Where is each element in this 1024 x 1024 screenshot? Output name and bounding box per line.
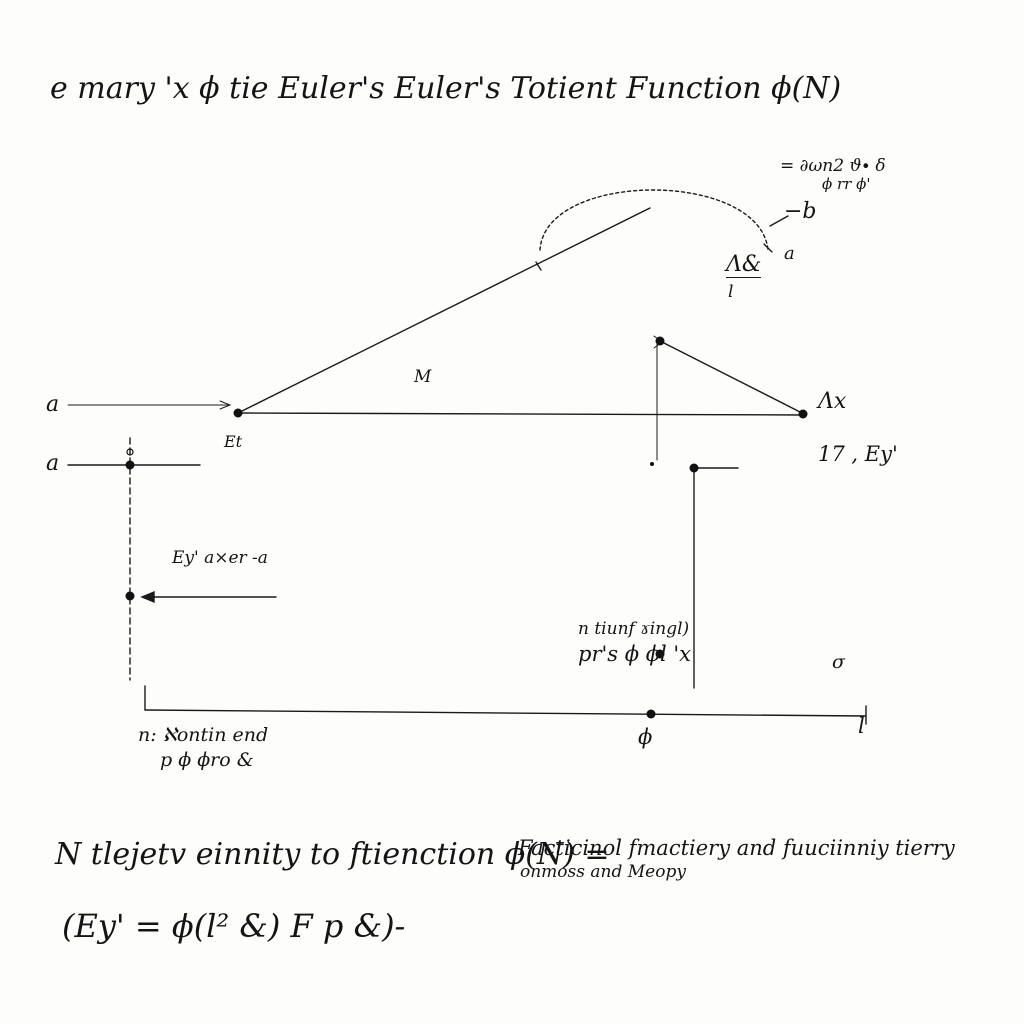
fraction-denominator: l — [728, 282, 734, 302]
point-triangle-right — [798, 409, 808, 419]
label-mid-line1: n tiunf ɤingl) — [578, 619, 690, 639]
left-arrow-head — [140, 590, 155, 604]
label-bottom-left-line2: p ϕ ϕro & — [160, 749, 254, 771]
label-mid-line2: pr's ϕ ϕl 'x — [578, 642, 692, 666]
label-e: Et — [224, 432, 243, 451]
label-m: M — [414, 367, 432, 387]
fraction-numerator: Λ& — [726, 252, 762, 278]
point-triangle-top — [655, 336, 665, 346]
point-mid — [689, 463, 699, 473]
arc-tick-right — [763, 243, 773, 253]
equation-line1-right-a: Facticinol fmactiery and fuuciinniy tier… — [518, 836, 955, 860]
arrow-head-a — [219, 400, 232, 410]
point-left-bottom — [125, 591, 135, 601]
point-e — [233, 408, 243, 418]
fraction-side-label: a — [784, 243, 795, 264]
equation-line2: (Ey' = ϕ(l² &) F p &)- — [62, 907, 406, 945]
top-right-dash — [769, 215, 789, 227]
page-title: e mary 'x ϕ tie Euler's Euler's Totient … — [50, 71, 842, 106]
equation-line1-right-b: onmoss and Meopy — [520, 862, 686, 882]
dashed-arc — [539, 189, 769, 251]
equation-line1: N tlejetv einnity to ftienction ϕ(N) = — [55, 837, 610, 872]
label-17: 17 , Ey' — [818, 442, 898, 466]
top-right-formula-line1: = ∂ωn2 ϑ∙ 𝛿 — [780, 156, 886, 176]
top-right-formula-line2: ϕ rr ϕ' — [822, 175, 871, 193]
label-bottom-right: l — [858, 714, 865, 738]
arc-tick-left — [535, 261, 542, 271]
point-left-top — [125, 460, 135, 470]
label-o: σ — [832, 651, 845, 673]
main-horizontal-line — [237, 412, 805, 416]
top-right-formula-line3: −b — [784, 199, 817, 224]
bottom-horizontal-line — [144, 709, 867, 717]
point-mid-bottom — [655, 649, 665, 659]
point-bottom — [646, 709, 656, 719]
triangle-hypotenuse — [659, 340, 805, 415]
label-bottom-left-line1: n: ℵontin end — [138, 724, 269, 746]
label-bottom-point: ϕ — [638, 725, 653, 749]
point-left-top-ring — [126, 448, 134, 456]
label-a-bottom: a — [46, 451, 60, 476]
label-ax: Λx — [818, 389, 847, 414]
label-left-arrow: Ey' a×er -a — [172, 548, 268, 568]
diagonal-line — [237, 207, 651, 414]
label-a-top: a — [46, 392, 60, 417]
point-small-mark — [650, 462, 654, 466]
